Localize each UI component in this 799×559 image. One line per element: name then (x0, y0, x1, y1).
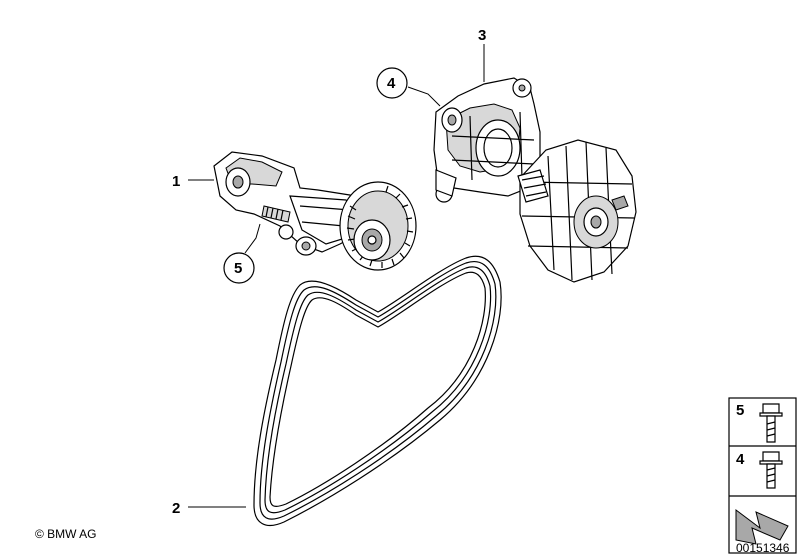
flange-bolt-short-icon (759, 451, 783, 489)
callout-4: 4 (376, 67, 408, 99)
legend-item-5: 5 (736, 402, 783, 443)
svg-text:4: 4 (736, 451, 745, 468)
callout-1: 1 (172, 173, 180, 190)
alternator (517, 139, 637, 283)
svg-text:5: 5 (234, 260, 242, 277)
belt-tensioner-assembly (213, 151, 417, 271)
callout-5: 5 (223, 252, 255, 284)
flange-bolt-long-icon (759, 403, 783, 443)
svg-text:2: 2 (172, 500, 180, 517)
legend-item-4: 4 (736, 451, 783, 489)
ribbed-drive-belt (253, 255, 502, 526)
callout-3: 3 (478, 27, 486, 44)
svg-text:1: 1 (172, 173, 180, 190)
callout-2: 2 (172, 500, 180, 517)
direction-arrow-icon (735, 509, 789, 545)
fastener-legend: 5 4 (728, 397, 797, 554)
leader-lines (188, 44, 485, 508)
document-number: 00151346 (736, 541, 790, 555)
svg-text:4: 4 (387, 75, 396, 92)
svg-text:5: 5 (736, 402, 744, 419)
svg-text:3: 3 (478, 27, 486, 44)
copyright-notice: © BMW AG (35, 527, 97, 541)
tensioner-bracket (433, 77, 541, 203)
